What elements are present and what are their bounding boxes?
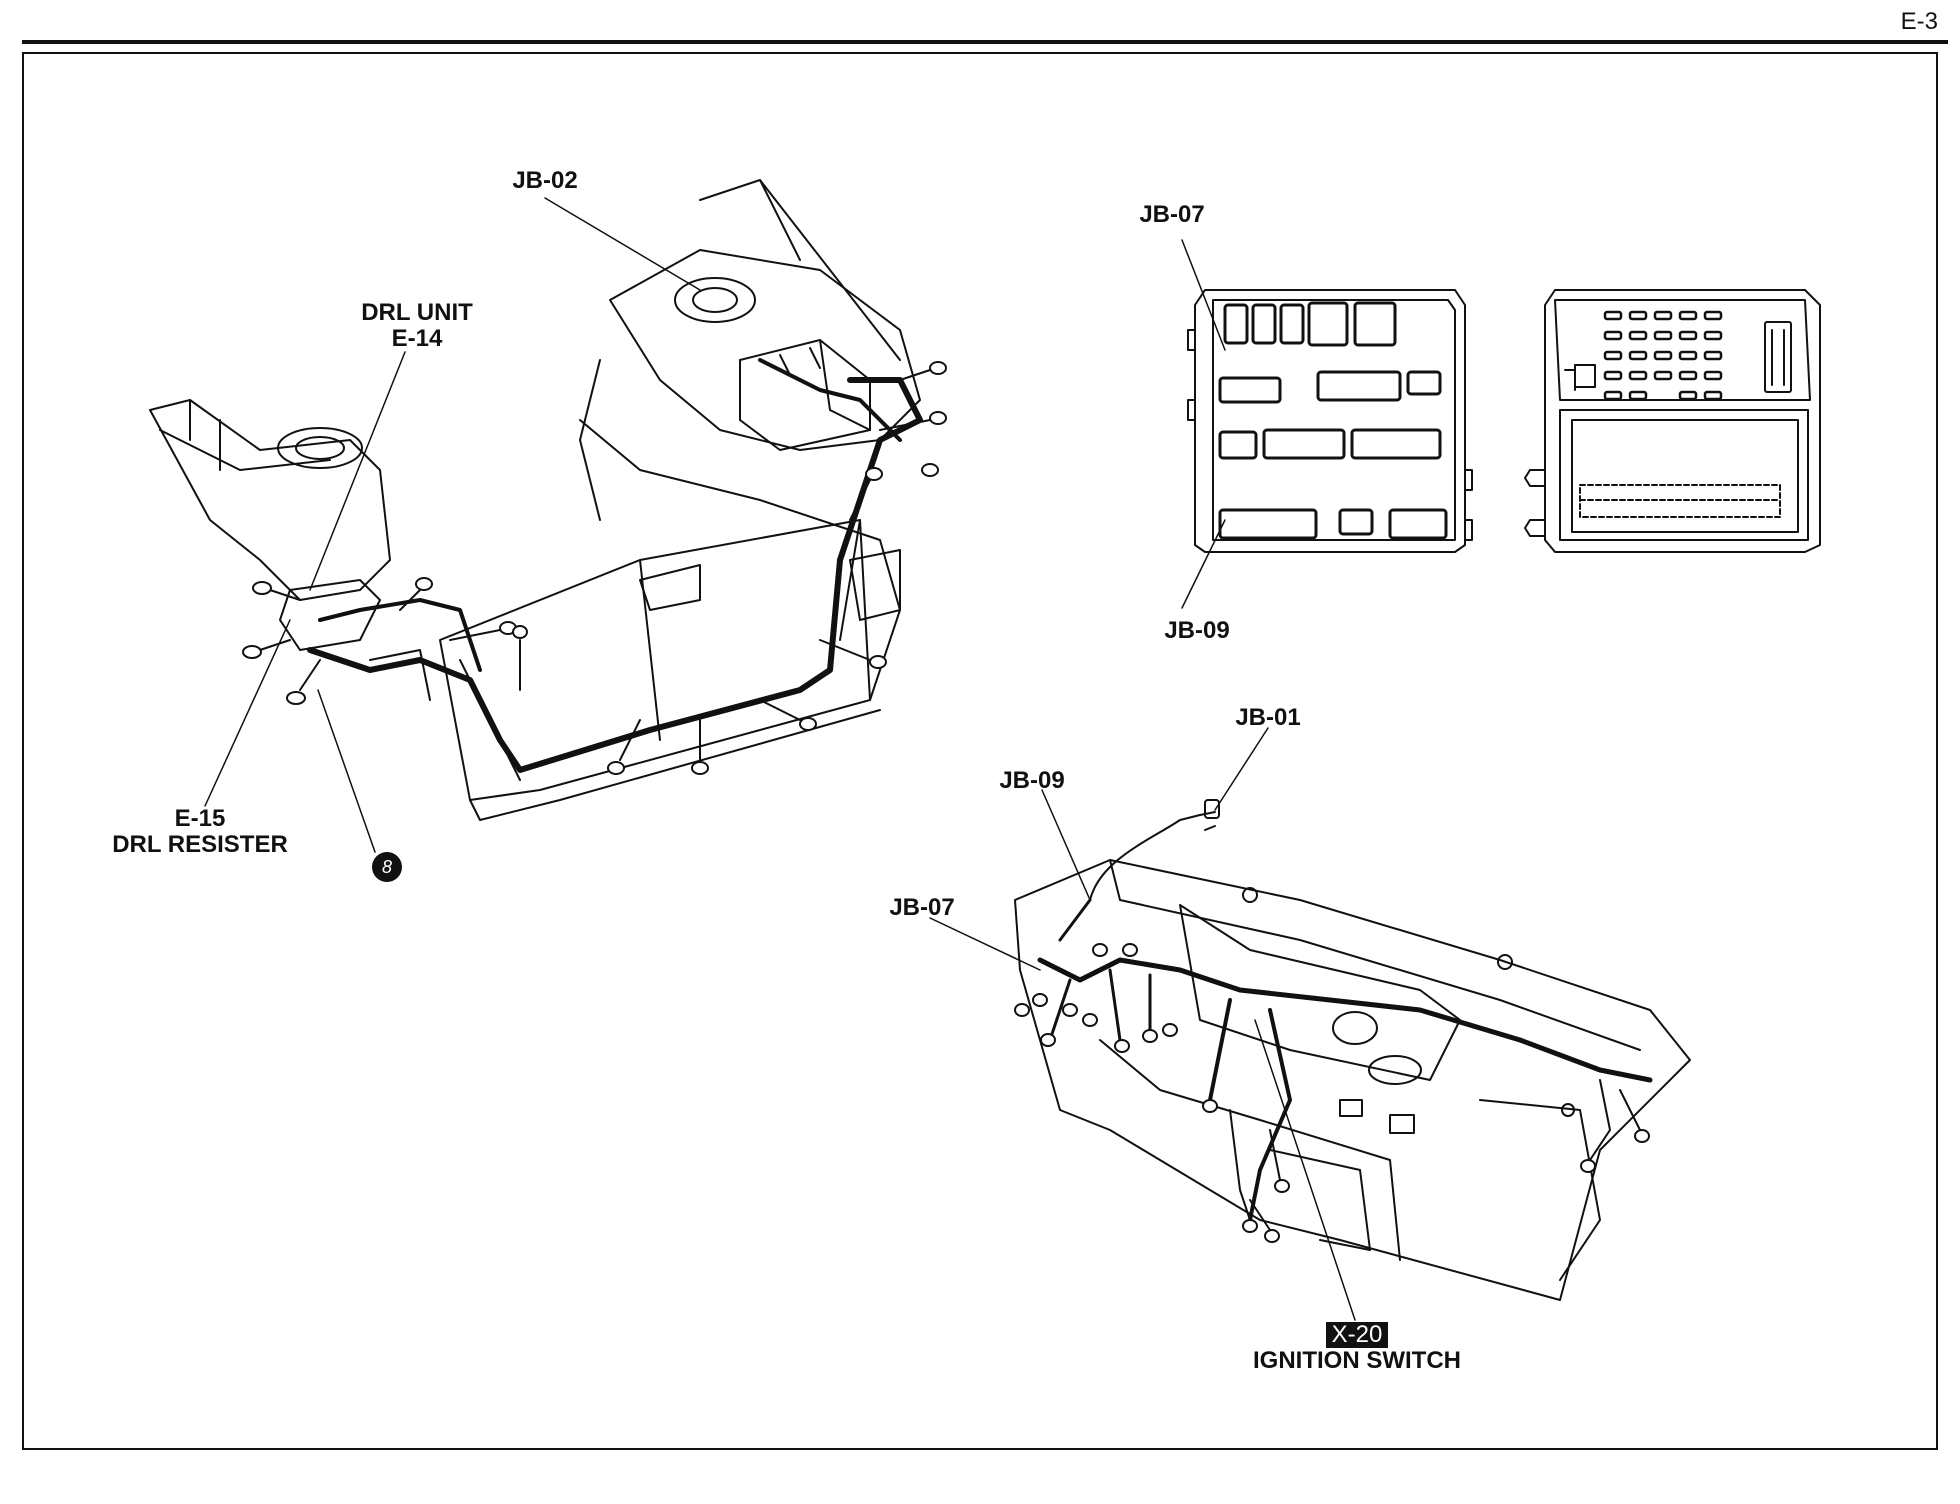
circle-reference-badge: 8 (372, 852, 402, 882)
diagram-frame (22, 52, 1938, 1450)
instrument-panel-drawing (929, 727, 1691, 1321)
drl-unit-name: DRL UNIT (361, 299, 473, 326)
drl-unit-code: E-14 (391, 325, 443, 353)
label-ignition-switch: X-20 IGNITION SWITCH (1253, 1321, 1461, 1375)
label-jb02: JB-02 (512, 167, 578, 194)
x20-name: IGNITION SWITCH (1253, 1347, 1461, 1375)
x20-code: X-20 (1325, 1321, 1389, 1349)
header-rule (22, 40, 1948, 44)
label-jb07-top: JB-07 (1139, 201, 1205, 228)
engine-compartment-drawing (149, 179, 947, 853)
label-jb07-dash: JB-07 (889, 894, 955, 921)
label-jb09-top: JB-09 (1164, 617, 1230, 644)
label-drl-resister: E-15 DRL RESISTER (112, 805, 288, 859)
e15-code: E-15 (174, 805, 226, 832)
page-code: E-3 (1900, 8, 1938, 35)
label-jb01: JB-01 (1235, 704, 1301, 731)
junction-box-front-drawing (1181, 239, 1473, 609)
label-drl-unit: DRL UNIT E-14 (361, 299, 473, 353)
junction-box-rear-drawing (1524, 289, 1821, 553)
label-jb09-dash: JB-09 (999, 767, 1065, 794)
e15-name: DRL RESISTER (112, 831, 288, 859)
